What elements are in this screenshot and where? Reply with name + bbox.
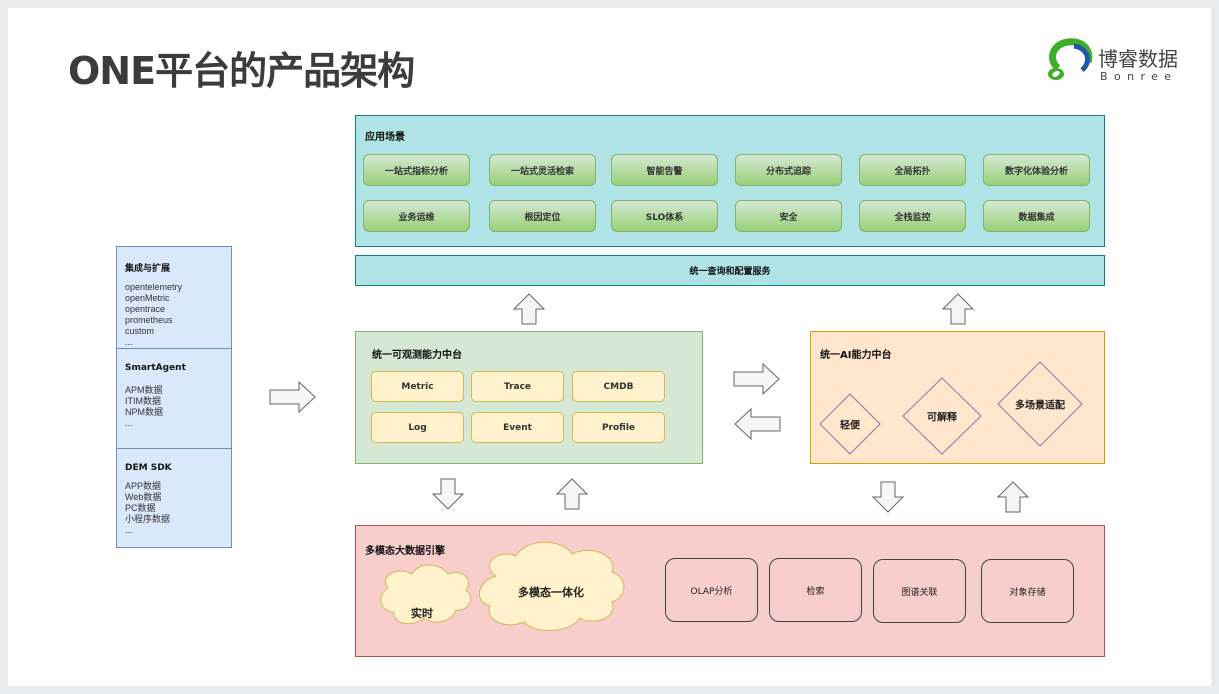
- list-item: ...: [125, 337, 133, 347]
- capability-item: Profile: [572, 412, 665, 443]
- engine-component: 对象存储: [981, 559, 1074, 623]
- engine-component: 检索: [769, 558, 862, 622]
- section-title: DEM SDK: [125, 463, 172, 473]
- observability-platform-box: 统一可观测能力中台 Metric Trace CMDB Log Event Pr…: [355, 331, 703, 464]
- list-item: APP数据: [125, 481, 162, 491]
- diamond-shape: [819, 393, 881, 455]
- scenario-item: 智能告警: [611, 154, 718, 186]
- cloud-label: 实时: [411, 607, 433, 620]
- engine-component: 图谱关联: [873, 559, 966, 623]
- arrow-right-icon: [733, 363, 780, 395]
- list-item: opentelemetry: [125, 282, 183, 292]
- capability-item: Event: [471, 412, 564, 443]
- list-item: PC数据: [125, 503, 156, 513]
- arrow-up-icon: [556, 478, 588, 510]
- arrow-right-icon: [269, 381, 316, 413]
- query-service-box: 统一查询和配置服务: [355, 255, 1105, 286]
- cloud-shape: [380, 564, 471, 625]
- scenario-item: 一站式指标分析: [363, 154, 470, 186]
- list-item: ...: [125, 525, 133, 535]
- capability-item: Trace: [471, 371, 564, 402]
- dem-sdk-section: DEM SDK APP数据 Web数据 PC数据 小程序数据 ...: [117, 448, 231, 548]
- list-item: NPM数据: [125, 407, 163, 417]
- logo-name-en: Bonree: [1100, 70, 1178, 83]
- arrow-up-icon: [513, 293, 545, 325]
- list-item: prometheus: [125, 315, 173, 325]
- scenario-item: SLO体系: [611, 200, 718, 232]
- integration-section: 集成与扩展 opentelemetry openMetric opentrace…: [117, 247, 231, 348]
- diamond-shapes: [819, 361, 1083, 455]
- list-item: ...: [125, 418, 133, 428]
- scenario-item: 根因定位: [489, 200, 596, 232]
- list-item: 小程序数据: [125, 514, 171, 524]
- arrow-up-icon: [942, 293, 974, 325]
- list-item: opentrace: [125, 304, 166, 314]
- ai-platform-box: 统一AI能力中台 轻便 可解释 多场景适配: [810, 331, 1105, 464]
- arrow-down-icon: [432, 478, 464, 510]
- scenario-item: 全局拓扑: [859, 154, 966, 186]
- ai-feature-label: 可解释: [927, 412, 957, 424]
- diamond-shape: [902, 377, 982, 455]
- section-title: 集成与扩展: [125, 264, 171, 274]
- capability-item: Metric: [371, 371, 464, 402]
- arrow-down-icon: [872, 481, 904, 513]
- scenario-item: 全栈监控: [859, 200, 966, 232]
- capability-item: Log: [371, 412, 464, 443]
- observability-title: 统一可观测能力中台: [372, 350, 462, 361]
- list-item: Web数据: [125, 492, 162, 502]
- section-title: SmartAgent: [125, 363, 186, 373]
- arrow-left-icon: [734, 408, 781, 440]
- logo-name-cn: 博睿数据: [1098, 47, 1178, 71]
- cloud-shape: [479, 541, 625, 632]
- ai-feature-label: 轻便: [840, 420, 860, 432]
- engine-title: 多模态大数据引擎: [365, 546, 445, 557]
- arrow-up-icon: [997, 481, 1029, 513]
- scenario-item: 数据集成: [983, 200, 1090, 232]
- cloud-label: 多模态一体化: [518, 586, 584, 599]
- scenarios-title: 应用场景: [365, 132, 405, 143]
- diamond-shape: [997, 361, 1083, 447]
- ai-title: 统一AI能力中台: [820, 350, 892, 361]
- capability-item: CMDB: [572, 371, 665, 402]
- data-engine-box: 多模态大数据引擎 实时 多模态一体化 OLAP分析 检索 图谱关联 对象存储: [355, 525, 1105, 657]
- list-item: APM数据: [125, 385, 163, 395]
- smartagent-section: SmartAgent APM数据 ITIM数据 NPM数据 ...: [117, 348, 231, 448]
- list-item: custom: [125, 326, 155, 336]
- scenario-item: 数字化体验分析: [983, 154, 1090, 186]
- scenario-item: 业务运维: [363, 200, 470, 232]
- integration-panel: 集成与扩展 opentelemetry openMetric opentrace…: [116, 246, 232, 548]
- engine-component: OLAP分析: [665, 558, 758, 622]
- cloud-shapes: [380, 541, 625, 632]
- application-scenarios-box: 应用场景 一站式指标分析 一站式灵活检索 智能告警 分布式追踪 全局拓扑 数字化…: [355, 115, 1105, 247]
- scenario-item: 安全: [735, 200, 842, 232]
- ai-feature-label: 多场景适配: [1015, 400, 1065, 412]
- page-title: ONE平台的产品架构: [68, 49, 415, 93]
- bonree-logo-icon: [1048, 38, 1093, 80]
- list-item: openMetric: [125, 293, 170, 303]
- scenario-item: 一站式灵活检索: [489, 154, 596, 186]
- scenario-item: 分布式追踪: [735, 154, 842, 186]
- list-item: ITIM数据: [125, 396, 161, 406]
